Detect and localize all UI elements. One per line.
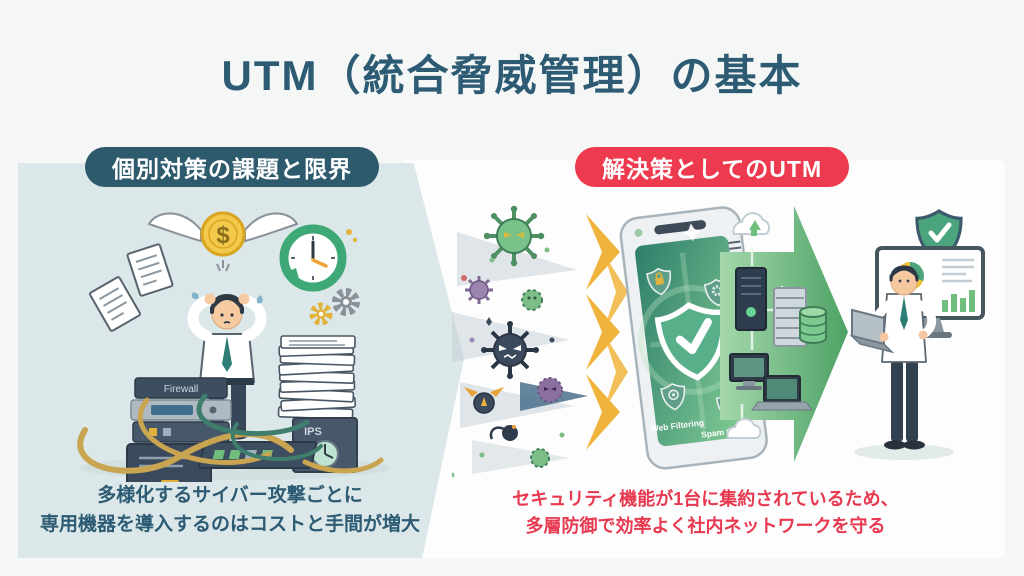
- sweat-drop-icon: [256, 295, 263, 304]
- gear-icon: [332, 288, 360, 316]
- solution-badge: 解決策としてのUTM: [575, 147, 850, 187]
- server-tower-icon: [735, 267, 767, 331]
- problem-badge: 個別対策の課題と限界: [85, 147, 379, 187]
- ips-label: IPS: [304, 426, 322, 438]
- bar-chart-icon: [942, 290, 975, 312]
- paper-stack: [277, 335, 357, 421]
- virus-icon: [483, 205, 545, 267]
- problem-caption: 多様化するサイバー攻撃ごとに 専用機器を導入するのはコストと手間が増大: [25, 482, 435, 539]
- barrier-zigzag-icon: [586, 214, 628, 450]
- virus-icon: [521, 289, 543, 311]
- virus-icon: [537, 377, 563, 403]
- mini-shield-lock-icon: [645, 266, 674, 297]
- hook-bug-icon: [489, 425, 518, 441]
- solution-caption: セキュリティ機能が1台に集約されているため、 多層防御で効率よく社内ネットワーク…: [478, 486, 933, 540]
- database-icon: [799, 306, 827, 344]
- desktop-icon: [729, 353, 769, 390]
- admin-person: [849, 265, 937, 450]
- admin-scene: [849, 209, 985, 460]
- laptop-icon: [751, 375, 813, 411]
- flying-paper-icon: [89, 276, 141, 332]
- solution-caption-line1: セキュリティ機能が1台に集約されているため、: [512, 489, 899, 509]
- threat-dots: [452, 247, 565, 478]
- clock-icon: [279, 224, 358, 292]
- cloud-icon: [726, 417, 762, 439]
- server-rack-icon: [773, 287, 807, 347]
- firewall-label: Firewall: [164, 384, 198, 395]
- gear-icon: [309, 302, 333, 326]
- virus-icon: [465, 276, 493, 304]
- cloud-upload-icon: [732, 212, 770, 236]
- solution-caption-line2: 多層防御で効率よく社内ネットワークを守る: [525, 516, 886, 536]
- horned-bug-icon: [464, 387, 504, 414]
- winged-money-icon: $: [147, 211, 299, 272]
- mini-shield-eye-icon: [659, 381, 688, 412]
- network-arrow: [720, 206, 848, 462]
- tangled-cables: [77, 393, 384, 474]
- sweat-drop-icon: [191, 292, 199, 300]
- page-title: UTM（統合脅威管理）の基本: [221, 52, 803, 99]
- virus-icon: [481, 321, 539, 379]
- shield-check-icon: [915, 209, 963, 262]
- dollar-symbol: $: [216, 222, 230, 249]
- flying-paper-icon: [126, 243, 174, 297]
- solution-illustration: Web Filtering Spam Checker: [452, 205, 985, 478]
- virus-icon: [530, 448, 550, 468]
- problem-caption-line2: 専用機器を導入するのはコストと手間が増大: [39, 513, 420, 535]
- problem-caption-line1: 多様化するサイバー攻撃ごとに: [97, 485, 363, 506]
- problem-illustration: $: [77, 211, 390, 482]
